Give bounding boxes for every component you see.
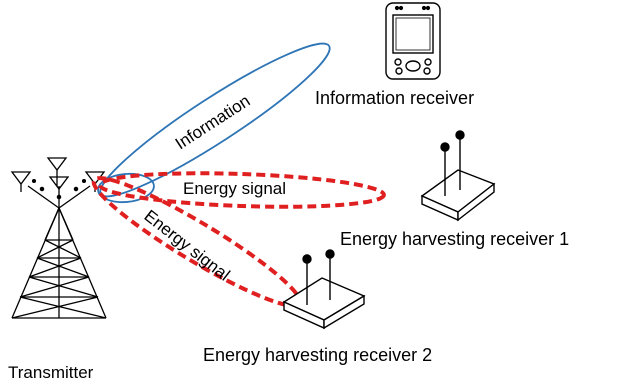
information-receiver-label: Information receiver xyxy=(315,88,474,108)
pda-device-icon xyxy=(385,2,441,80)
antenna-receiver-icon xyxy=(420,130,496,222)
energy-beam-1 xyxy=(98,171,386,209)
energy-receiver-2-label: Energy harvesting receiver 2 xyxy=(203,345,432,365)
transmitter-label: Transmitter xyxy=(8,363,94,382)
energy-beam-2-label: Energy signal xyxy=(141,206,234,284)
energy-receiver-1-label: Energy harvesting receiver 1 xyxy=(340,229,569,249)
information-beam-label: Information xyxy=(172,91,254,153)
energy-beam-1-label: Energy signal xyxy=(183,179,286,198)
antenna-receiver-icon xyxy=(282,249,366,330)
transmitter-tower-icon xyxy=(10,157,107,319)
